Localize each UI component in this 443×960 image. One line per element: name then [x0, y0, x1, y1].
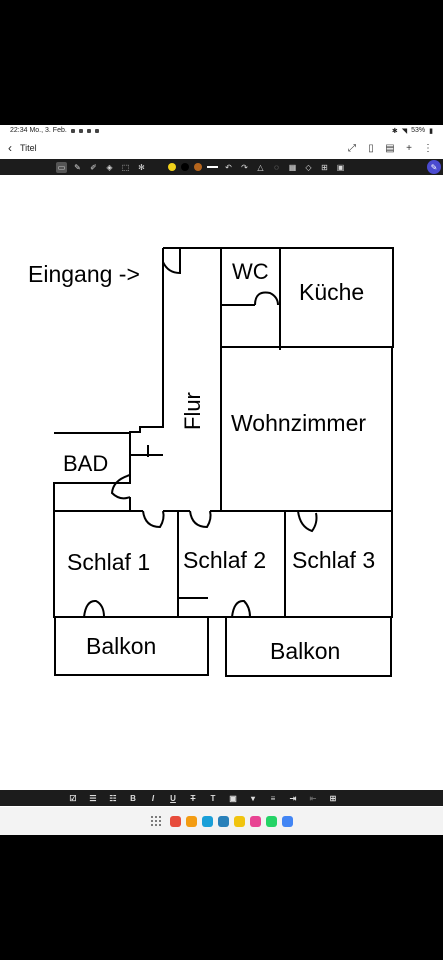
bedroom2-door	[189, 510, 212, 529]
italic-button[interactable]: I	[151, 793, 155, 803]
room-label-bedroom2: Schlaf 2	[183, 547, 266, 573]
text-size-button[interactable]: T	[210, 793, 216, 803]
bluetooth-icon: ✱	[391, 127, 398, 135]
status-bar: 22:34 Mo., 3. Feb. ✱ ◥ 53% ▮	[0, 125, 443, 136]
highlighter-icon[interactable]: ✐	[90, 162, 97, 172]
insert-icon[interactable]: ⊞	[321, 162, 328, 172]
app-icon[interactable]	[233, 815, 245, 827]
bedroom1-door	[142, 510, 165, 529]
lasso-icon[interactable]: ◌	[274, 162, 279, 172]
numbered-list-icon[interactable]: ☷	[109, 793, 117, 803]
room-label-balcony-left: Balkon	[86, 633, 156, 659]
dropdown-icon[interactable]: ▾	[250, 793, 255, 803]
status-time: 22:34 Mo., 3. Feb.	[10, 127, 67, 134]
battery-icon: ▮	[429, 127, 433, 135]
text-box-icon[interactable]: ▦	[288, 162, 297, 172]
balcony-left-outline	[54, 616, 209, 676]
room-label-hall: Flur	[180, 392, 205, 430]
back-icon[interactable]: ‹	[8, 141, 12, 155]
pen-icon[interactable]: ✎	[74, 162, 81, 172]
stroke-width-icon[interactable]	[207, 162, 218, 173]
balcony-right-outline	[225, 616, 392, 677]
room-label-kitchen: Küche	[299, 279, 364, 305]
notification-icon	[94, 128, 99, 133]
app-icon[interactable]	[201, 815, 213, 827]
cloud-icon	[78, 128, 83, 133]
color-black[interactable]	[181, 163, 189, 171]
floor-plan: Eingang -> WC Küche Flur Wohnzimmer BAD …	[28, 247, 394, 677]
book-icon[interactable]: ▯	[368, 142, 374, 154]
room-label-wc: WC	[232, 259, 269, 284]
room-label-bedroom1: Schlaf 1	[67, 549, 150, 575]
color-yellow[interactable]	[168, 163, 176, 171]
bedroom3-door	[297, 510, 318, 533]
outdent-icon[interactable]: ⇤	[309, 793, 317, 803]
wifi-icon: ◥	[401, 127, 408, 135]
text-color-icon[interactable]: ▣	[229, 793, 237, 803]
indent-icon[interactable]: ⇥	[289, 793, 297, 803]
selection-icon[interactable]: ⬚	[121, 162, 130, 172]
bold-button[interactable]: B	[130, 793, 136, 803]
align-icon[interactable]: ≡	[270, 793, 276, 803]
bath-door	[110, 474, 131, 500]
app-icon[interactable]	[249, 815, 261, 827]
app-header: ‹ Titel ⤢ ▯ ▤ + ⋮	[0, 137, 443, 159]
ai-pen-button[interactable]: ✎	[427, 160, 441, 174]
image-icon[interactable]: ▣	[336, 162, 345, 172]
app-drawer-icon[interactable]	[150, 816, 161, 826]
checkbox-icon[interactable]: ☑	[69, 793, 77, 803]
entrance-label: Eingang ->	[28, 261, 140, 287]
room-label-bedroom3: Schlaf 3	[292, 547, 375, 573]
google-icon[interactable]	[281, 815, 293, 827]
more-icon[interactable]: ⋮	[423, 142, 433, 154]
underline-button[interactable]: U	[170, 793, 176, 803]
notification-icon	[86, 128, 91, 133]
wc-door	[254, 291, 279, 306]
format-toolbar: ☑ ☰ ☷ B I U T T ▣ ▾ ≡ ⇥ ⇤ ⊞	[0, 790, 443, 806]
app-icon[interactable]	[169, 815, 181, 827]
note-title[interactable]: Titel	[20, 143, 37, 153]
note-canvas[interactable]: Eingang -> WC Küche Flur Wohnzimmer BAD …	[0, 175, 443, 789]
shape-icon[interactable]: △	[257, 162, 264, 172]
drawing-toolbar: ▭ ✎ ✐ ◈ ⬚ ✻ ↶ ↷ △ ◌ ▦ ◇ ⊞ ▣	[0, 159, 443, 175]
bullet-list-icon[interactable]: ☰	[89, 793, 97, 803]
layers-icon[interactable]: ◇	[305, 162, 312, 172]
expand-icon[interactable]: ⤢	[348, 142, 356, 154]
undo-icon[interactable]: ↶	[225, 162, 232, 172]
bedroom2-balcony-door	[231, 599, 251, 618]
whatsapp-icon[interactable]	[265, 815, 277, 827]
eraser-icon[interactable]: ◈	[106, 162, 113, 172]
room-label-balcony-right: Balkon	[270, 638, 340, 664]
room-label-living: Wohnzimmer	[231, 410, 366, 436]
table-icon[interactable]: ⊞	[329, 793, 337, 803]
entrance-door	[162, 248, 181, 275]
redo-icon[interactable]: ↷	[241, 162, 248, 172]
add-icon[interactable]: +	[406, 142, 412, 154]
strikethrough-button[interactable]: T	[190, 793, 196, 803]
app-icon[interactable]	[217, 815, 229, 827]
battery-level: 53%	[411, 127, 426, 134]
keyboard-icon[interactable]: ▭	[56, 161, 67, 173]
notification-icon	[70, 128, 75, 133]
color-brown[interactable]	[194, 163, 202, 171]
bedroom1-balcony-door	[83, 599, 105, 618]
room-label-bath: BAD	[63, 451, 108, 476]
app-icon[interactable]	[185, 815, 197, 827]
taskbar	[0, 807, 443, 835]
page-icon[interactable]: ▤	[385, 142, 395, 154]
hall-wall	[129, 432, 163, 456]
pin-icon[interactable]: ✻	[138, 162, 145, 172]
screen: 22:34 Mo., 3. Feb. ✱ ◥ 53% ▮ ‹ Titel ⤢ ▯…	[0, 125, 443, 835]
